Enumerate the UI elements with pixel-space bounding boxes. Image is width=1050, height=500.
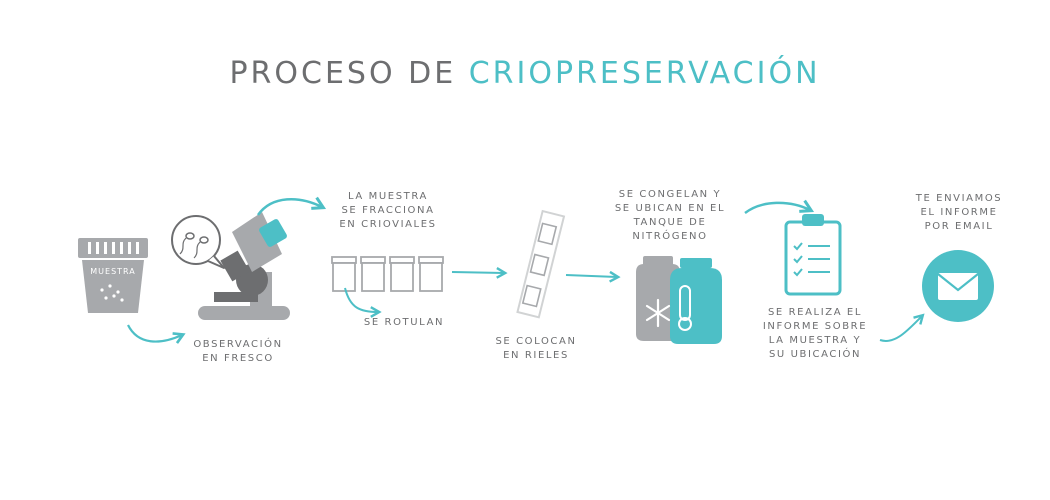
title-part-teal: CRIOPRESERVACIÓN xyxy=(468,56,821,91)
sample-cup-icon xyxy=(78,238,148,313)
page-title: PROCESO DE CRIOPRESERVACIÓN xyxy=(0,56,1050,91)
label-fracciona: LA MUESTRA SE FRACCIONA EN CRIOVIALES xyxy=(339,191,437,230)
clipboard-icon xyxy=(784,214,842,296)
label-informe: SE REALIZA EL INFORME SOBRE LA MUESTRA Y… xyxy=(762,307,868,360)
label-congelan: SE CONGELAN Y SE UBICAN EN EL TANQUE DE … xyxy=(614,189,726,242)
cup-label: MUESTRA xyxy=(90,267,135,276)
snowflake-icon xyxy=(645,298,671,328)
thermometer-icon xyxy=(678,285,692,331)
arrow-2 xyxy=(256,196,327,216)
sperm-bubble-icon xyxy=(171,215,225,269)
arrow-6 xyxy=(879,313,925,342)
cryovials-icon xyxy=(331,256,444,292)
title-part-gray: PROCESO DE xyxy=(229,56,457,91)
microscope-icon xyxy=(198,212,290,320)
label-observacion: OBSERVACIÓN EN FRESCO xyxy=(193,339,283,364)
arrow-4 xyxy=(565,270,621,283)
arrow-rotulan xyxy=(344,287,382,318)
arrow-5 xyxy=(744,199,815,215)
label-email: TE ENVIAMOS EL INFORME POR EMAIL xyxy=(915,193,1003,232)
email-icon xyxy=(922,250,994,322)
rail-icon xyxy=(516,209,566,319)
arrow-3 xyxy=(451,267,508,279)
arrow-1 xyxy=(127,324,186,344)
label-rieles: SE COLOCAN EN RIELES xyxy=(495,336,577,361)
label-rotulan: SE ROTULAN xyxy=(363,317,445,328)
